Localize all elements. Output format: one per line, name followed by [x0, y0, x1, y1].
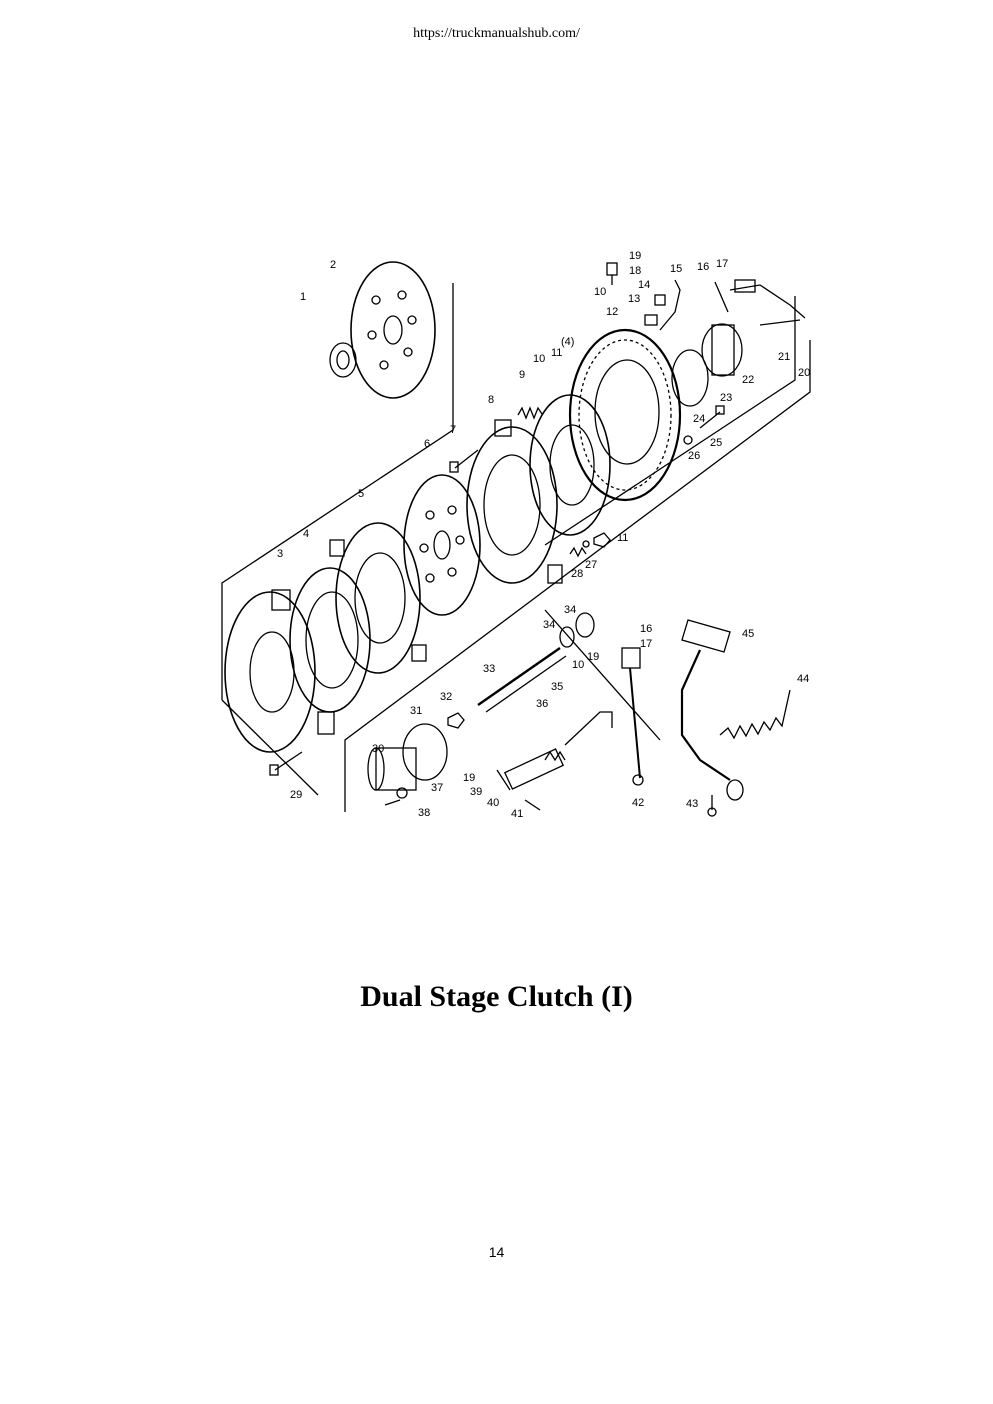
callout-label: 17: [716, 258, 728, 270]
callout-label: 26: [688, 450, 700, 462]
callout-label: 17: [640, 638, 652, 650]
callout-label: 34: [543, 619, 555, 631]
callout-label: 24: [693, 413, 705, 425]
callout-labels: 1 2 3 4 5 6 7 8 9 10 11 (4) 12 13 14 15 …: [277, 250, 810, 820]
callout-label: 18: [629, 265, 641, 277]
page-number: 14: [488, 1244, 505, 1260]
callout-label: 15: [670, 263, 682, 275]
callout-label: 27: [585, 559, 597, 571]
callout-label: 11: [617, 532, 628, 544]
callout-label: 16: [697, 261, 709, 273]
callout-label: 11: [551, 347, 562, 359]
callout-label: 45: [742, 628, 754, 640]
callout-label: 32: [440, 691, 452, 703]
callout-label: 43: [686, 798, 698, 810]
callout-label: 19: [629, 250, 641, 262]
callout-label: 28: [571, 568, 583, 580]
callout-label: 12: [606, 306, 618, 318]
callout-label: 31: [410, 705, 422, 717]
callout-label: 13: [628, 293, 640, 305]
callout-label: 41: [511, 808, 523, 820]
callout-label: 3: [277, 548, 283, 560]
callout-label: 33: [483, 663, 495, 675]
callout-label: 38: [418, 807, 430, 819]
diagram-linework: [221, 261, 811, 817]
page-title: Dual Stage Clutch (I): [360, 980, 633, 1013]
callout-label: 34: [564, 604, 576, 616]
callout-label: 19: [463, 772, 475, 784]
callout-label: 16: [640, 623, 652, 635]
callout-label: 14: [638, 279, 650, 291]
callout-label: 6: [424, 438, 430, 450]
callout-label: 10: [594, 286, 606, 298]
callout-label: 25: [710, 437, 722, 449]
callout-label: 21: [778, 351, 790, 363]
callout-label: 7: [450, 424, 456, 436]
callout-label: 8: [488, 394, 494, 406]
callout-label: 36: [536, 698, 548, 710]
callout-label: 19: [587, 651, 599, 663]
callout-label: 35: [551, 681, 563, 693]
callout-label: 4: [303, 528, 309, 540]
callout-label: 9: [519, 369, 525, 381]
callout-label: (4): [561, 336, 574, 348]
callout-label: 37: [431, 782, 443, 794]
callout-label: 29: [290, 789, 302, 801]
callout-label: 5: [358, 488, 364, 500]
callout-label: 20: [798, 367, 810, 379]
callout-label: 44: [797, 673, 809, 685]
page-header-url: https://truckmanualshub.com/: [413, 26, 580, 41]
callout-label: 40: [487, 797, 499, 809]
callout-label: 42: [632, 797, 644, 809]
callout-label: 39: [470, 786, 482, 798]
callout-label: 30: [372, 743, 384, 755]
callout-label: 10: [572, 659, 584, 671]
callout-label: 1: [300, 291, 306, 303]
callout-label: 22: [742, 374, 754, 386]
callout-label: 10: [533, 353, 545, 365]
callout-label: 23: [720, 392, 732, 404]
callout-label: 2: [330, 259, 336, 271]
